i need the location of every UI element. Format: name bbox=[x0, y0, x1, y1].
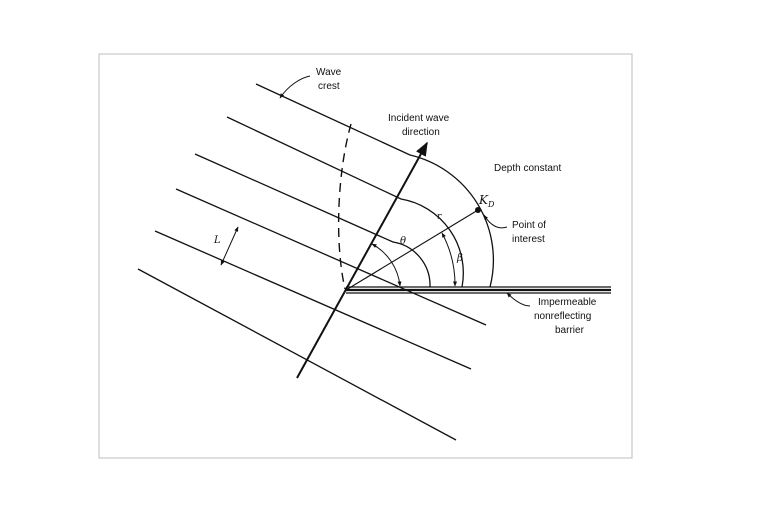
label-wave-crest-2: crest bbox=[318, 81, 340, 92]
point-leader bbox=[483, 214, 508, 229]
label-wave-crest-1: Wave bbox=[316, 67, 342, 78]
figure-border bbox=[98, 53, 633, 459]
wavelength-dimension bbox=[220, 226, 239, 266]
label-r: r bbox=[437, 212, 442, 222]
label-L: L bbox=[213, 235, 221, 246]
label-barrier-1: Impermeable bbox=[538, 297, 597, 308]
label-beta: β bbox=[456, 253, 463, 264]
label-depth: Depth constant bbox=[494, 163, 561, 174]
label-point-1: Point of bbox=[512, 220, 546, 231]
label-theta: θ bbox=[400, 236, 406, 247]
beta-arc bbox=[441, 232, 458, 287]
wave-crest-line bbox=[255, 83, 495, 288]
point-of-interest-dot bbox=[475, 207, 481, 213]
diffracted-crest-dashed bbox=[337, 123, 352, 290]
barrier bbox=[346, 286, 611, 294]
label-point-2: interest bbox=[512, 234, 545, 245]
label-incident-1: Incident wave bbox=[388, 113, 450, 124]
label-kd: K bbox=[478, 193, 489, 207]
label-barrier-3: barrier bbox=[555, 325, 585, 336]
label-barrier-2: nonreflecting bbox=[534, 311, 591, 322]
radius-line-r bbox=[345, 209, 479, 291]
wave-crest-line bbox=[175, 188, 487, 326]
barrier-leader bbox=[506, 292, 531, 307]
theta-arc bbox=[371, 243, 402, 287]
incident-direction-arrow bbox=[296, 141, 428, 379]
label-incident-2: direction bbox=[402, 127, 440, 138]
label-kd-sub: D bbox=[487, 200, 495, 209]
wave-crests bbox=[137, 83, 495, 441]
wave-crest-line bbox=[154, 230, 472, 370]
wave-crest-leader bbox=[279, 75, 311, 99]
wave-crest-line bbox=[137, 268, 457, 441]
wave-crest-line bbox=[226, 116, 464, 288]
wave-crest-line bbox=[194, 153, 431, 288]
